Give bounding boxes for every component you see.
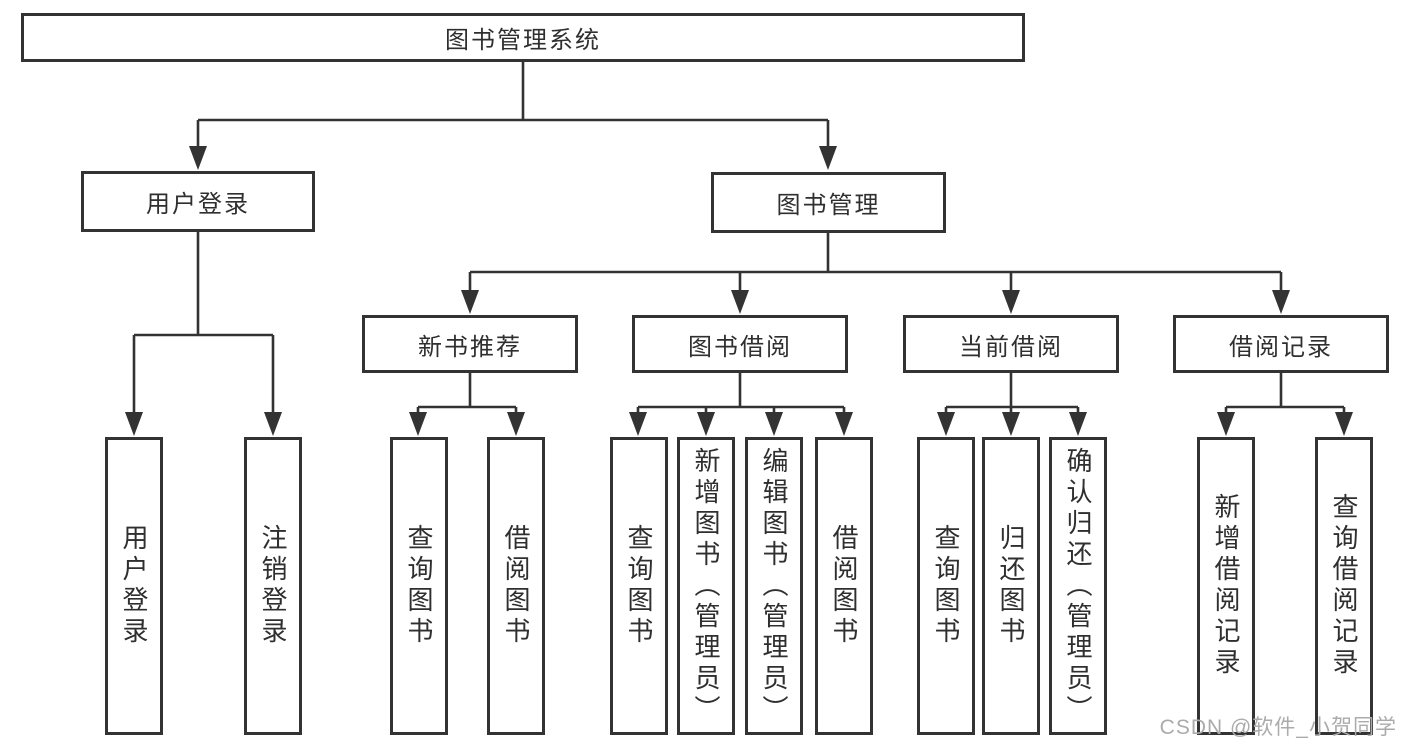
leaf-logout-label: 注销登录	[258, 524, 288, 648]
leaf-edit-books-admin-label: 编辑图书（管理员）	[759, 446, 789, 726]
leaf-confirm-return-admin: 确认归还（管理员）	[1049, 437, 1107, 735]
leaf-add-borrow-record-label: 新增借阅记录	[1211, 493, 1241, 679]
node-user-login: 用户登录	[81, 171, 315, 232]
node-book-borrowing: 图书借阅	[632, 315, 848, 373]
leaf-return-books-label: 归还图书	[996, 524, 1026, 648]
leaf-borrow-books-borrowing: 借阅图书	[815, 437, 873, 735]
leaf-logout: 注销登录	[244, 437, 302, 735]
leaf-query-books-current: 查询图书	[917, 437, 975, 735]
node-book-management: 图书管理	[711, 172, 946, 233]
node-current-borrowing: 当前借阅	[903, 315, 1119, 373]
leaf-return-books: 归还图书	[982, 437, 1040, 735]
node-root: 图书管理系统	[21, 13, 1025, 62]
leaf-add-books-admin: 新增图书（管理员）	[677, 437, 735, 735]
leaf-borrow-books-borrowing-label: 借阅图书	[829, 524, 859, 648]
leaf-user-login-label: 用户登录	[119, 524, 149, 648]
leaf-query-books-recommend: 查询图书	[390, 437, 448, 735]
leaf-query-books-borrowing: 查询图书	[610, 437, 668, 735]
leaf-borrow-books-recommend: 借阅图书	[487, 437, 545, 735]
leaf-query-books-borrowing-label: 查询图书	[624, 524, 654, 648]
leaf-user-login: 用户登录	[105, 437, 163, 735]
leaf-add-borrow-record: 新增借阅记录	[1197, 437, 1255, 735]
node-borrowing-records: 借阅记录	[1173, 315, 1389, 373]
leaf-edit-books-admin: 编辑图书（管理员）	[745, 437, 803, 735]
leaf-query-books-recommend-label: 查询图书	[404, 524, 434, 648]
leaf-query-books-current-label: 查询图书	[931, 524, 961, 648]
leaf-confirm-return-admin-label: 确认归还（管理员）	[1063, 446, 1093, 726]
leaf-add-books-admin-label: 新增图书（管理员）	[691, 446, 721, 726]
leaf-borrow-books-recommend-label: 借阅图书	[501, 524, 531, 648]
leaf-query-borrow-record-label: 查询借阅记录	[1329, 493, 1359, 679]
watermark: CSDN @软件_小贺同学	[1159, 716, 1397, 739]
leaf-query-borrow-record: 查询借阅记录	[1315, 437, 1373, 735]
node-new-book-recommend: 新书推荐	[362, 315, 578, 373]
